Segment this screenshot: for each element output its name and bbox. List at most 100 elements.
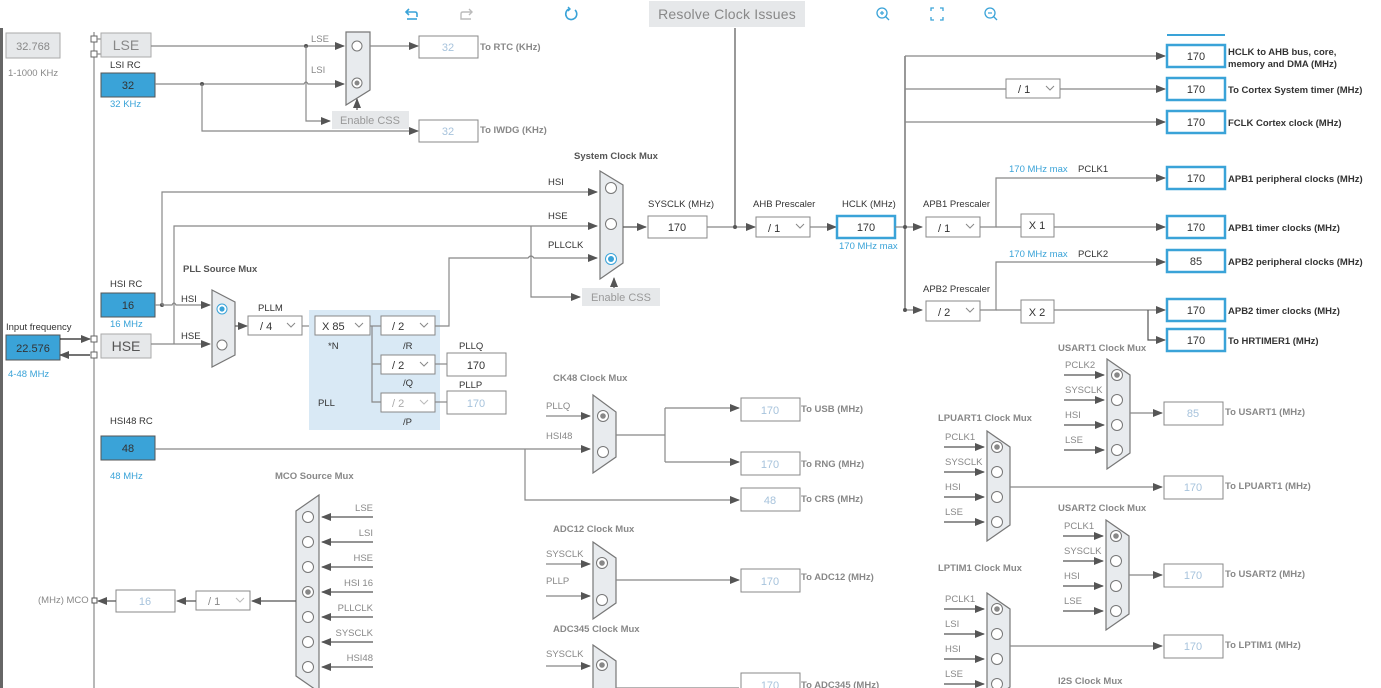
pll-source-radio-hse[interactable] bbox=[216, 339, 228, 351]
usart1-mux-radio-2[interactable] bbox=[1111, 419, 1123, 431]
iwdg-output-box[interactable]: 32 bbox=[418, 119, 479, 143]
svg-text:LSI: LSI bbox=[945, 619, 959, 630]
mco-output-box[interactable]: 16 bbox=[115, 589, 176, 613]
svg-text:170: 170 bbox=[1184, 570, 1202, 582]
adc12-output-box[interactable]: 170 bbox=[740, 568, 801, 593]
usart2-mux-radio-1[interactable] bbox=[1110, 555, 1122, 567]
svg-text:HSE: HSE bbox=[112, 338, 141, 354]
mco-radio-1[interactable] bbox=[302, 536, 314, 548]
ck48-radio-hsi48[interactable] bbox=[597, 446, 609, 458]
lse-pin-2 bbox=[90, 50, 98, 58]
output-clock-1[interactable]: 170 bbox=[1165, 76, 1227, 102]
i2s-mux-title: I2S Clock Mux bbox=[1058, 676, 1123, 687]
mco-radio-4[interactable] bbox=[302, 611, 314, 623]
undo-icon[interactable] bbox=[402, 4, 422, 24]
enable-css-sys-button[interactable]: Enable CSS bbox=[582, 288, 660, 306]
svg-text:/P: /P bbox=[403, 417, 412, 428]
apb1-prescaler-dropdown[interactable]: / 1 bbox=[925, 216, 981, 238]
output-label: FCLK Cortex clock (MHz) bbox=[1228, 118, 1341, 129]
adc12-radio-pllp[interactable] bbox=[596, 594, 608, 606]
pllm-dropdown[interactable]: / 4 bbox=[247, 315, 303, 336]
output-label: APB2 timer clocks (MHz) bbox=[1228, 306, 1340, 317]
output-clock-4[interactable]: 170 bbox=[1165, 214, 1227, 240]
lpuart1-mux-radio-2[interactable] bbox=[991, 491, 1003, 503]
mco-radio-6[interactable] bbox=[302, 661, 314, 673]
lpuart1-out-box[interactable]: 170 bbox=[1163, 475, 1224, 500]
fit-to-screen-icon[interactable] bbox=[927, 4, 947, 24]
lptim1-mux-radio-1[interactable] bbox=[991, 628, 1003, 640]
rtc-output-box[interactable]: 32 bbox=[418, 35, 479, 59]
svg-text:HSI: HSI bbox=[181, 294, 197, 305]
output-clock-2[interactable]: 170 bbox=[1165, 109, 1227, 135]
svg-text:170: 170 bbox=[1187, 305, 1205, 317]
lpuart1-mux-radio-1[interactable] bbox=[991, 466, 1003, 478]
lsi-rc-block[interactable]: 32 bbox=[100, 72, 156, 98]
usart1-out-box[interactable]: 85 bbox=[1163, 401, 1224, 426]
svg-text:/ 1: / 1 bbox=[768, 223, 780, 235]
hse-block[interactable]: HSE bbox=[100, 333, 152, 359]
svg-text:memory and DMA (MHz): memory and DMA (MHz) bbox=[1228, 59, 1337, 70]
systick-divider-dropdown[interactable]: / 1 bbox=[1005, 78, 1061, 99]
svg-text:SYSCLK: SYSCLK bbox=[336, 628, 374, 639]
svg-text:170: 170 bbox=[1187, 51, 1205, 63]
pll-r-dropdown[interactable]: / 2 bbox=[380, 315, 436, 336]
ahb-prescaler-dropdown[interactable]: / 1 bbox=[755, 216, 811, 238]
pclk1-label: PCLK1 bbox=[1078, 164, 1108, 175]
usart2-mux-radio-2[interactable] bbox=[1110, 580, 1122, 592]
rtc-mux-radio-lse[interactable] bbox=[351, 40, 363, 52]
sys-mux-radio-hse[interactable] bbox=[605, 218, 617, 230]
apb2-prescaler-dropdown[interactable]: / 2 bbox=[925, 300, 981, 322]
lse-input[interactable]: 32.768 bbox=[5, 32, 61, 59]
output-clock-7[interactable]: 170 bbox=[1165, 327, 1227, 353]
pll-n-dropdown[interactable]: X 85 bbox=[314, 315, 371, 336]
hsi48-rc-block[interactable]: 48 bbox=[100, 435, 156, 461]
output-clock-5[interactable]: 85 bbox=[1165, 248, 1227, 274]
redo-icon[interactable] bbox=[456, 4, 476, 24]
pll-q-dropdown[interactable]: / 2 bbox=[380, 354, 436, 375]
output-clock-6[interactable]: 170 bbox=[1165, 297, 1227, 323]
adc345-clock-mux bbox=[592, 643, 617, 688]
sys-mux-radio-hsi[interactable] bbox=[605, 182, 617, 194]
refresh-icon[interactable] bbox=[561, 4, 581, 24]
lptim1-mux-radio-2[interactable] bbox=[991, 653, 1003, 665]
enable-css-rtc-button[interactable]: Enable CSS bbox=[332, 111, 409, 129]
pllp-output-box[interactable]: 170 bbox=[446, 390, 507, 415]
svg-text:X 85: X 85 bbox=[322, 321, 345, 333]
resolve-clock-issues-button[interactable]: Resolve Clock Issues bbox=[649, 1, 805, 27]
pll-p-dropdown[interactable]: / 2 bbox=[380, 392, 436, 413]
svg-text:/R: /R bbox=[403, 341, 413, 352]
rng-output-box[interactable]: 170 bbox=[740, 451, 801, 476]
zoom-out-icon[interactable] bbox=[981, 4, 1001, 24]
mco-divider-dropdown[interactable]: / 1 bbox=[195, 590, 251, 611]
svg-text:HSI: HSI bbox=[1064, 571, 1080, 582]
crs-output-box[interactable]: 48 bbox=[740, 487, 801, 512]
usart1-mux-radio-1[interactable] bbox=[1111, 394, 1123, 406]
input-frequency-label: Input frequency bbox=[6, 322, 72, 333]
lsi-unit: 32 KHz bbox=[110, 99, 141, 110]
usart2-out-box[interactable]: 170 bbox=[1163, 563, 1224, 588]
lptim1-mux-radio-3[interactable] bbox=[991, 678, 1003, 688]
adc345-output-box[interactable]: 170 bbox=[740, 672, 801, 688]
usart2-mux-radio-3[interactable] bbox=[1110, 605, 1122, 617]
lse-block[interactable]: LSE bbox=[100, 32, 152, 58]
svg-text:HSI: HSI bbox=[945, 644, 961, 655]
mco-radio-2[interactable] bbox=[302, 561, 314, 573]
output-clock-3[interactable]: 170 bbox=[1165, 165, 1227, 191]
chevron-down-icon bbox=[965, 307, 975, 313]
usb-output-box[interactable]: 170 bbox=[740, 397, 801, 422]
svg-text:/ 2: / 2 bbox=[392, 321, 404, 333]
svg-text:LSE: LSE bbox=[355, 503, 373, 514]
lptim1-out-box[interactable]: 170 bbox=[1163, 634, 1224, 659]
zoom-in-icon[interactable] bbox=[873, 4, 893, 24]
mco-radio-0[interactable] bbox=[302, 511, 314, 523]
lpuart1-mux-radio-3[interactable] bbox=[991, 516, 1003, 528]
hse-input-frequency[interactable]: 22.576 bbox=[5, 334, 61, 361]
hsi-rc-block[interactable]: 16 bbox=[100, 292, 156, 318]
usart1-mux-radio-3[interactable] bbox=[1111, 444, 1123, 456]
pllq-output-box[interactable]: 170 bbox=[446, 352, 507, 377]
mco-radio-5[interactable] bbox=[302, 636, 314, 648]
output-clock-0[interactable]: 170 bbox=[1165, 43, 1227, 69]
hclk-input[interactable]: 170 bbox=[835, 214, 897, 240]
sysclk-output-box[interactable]: 170 bbox=[647, 215, 708, 239]
